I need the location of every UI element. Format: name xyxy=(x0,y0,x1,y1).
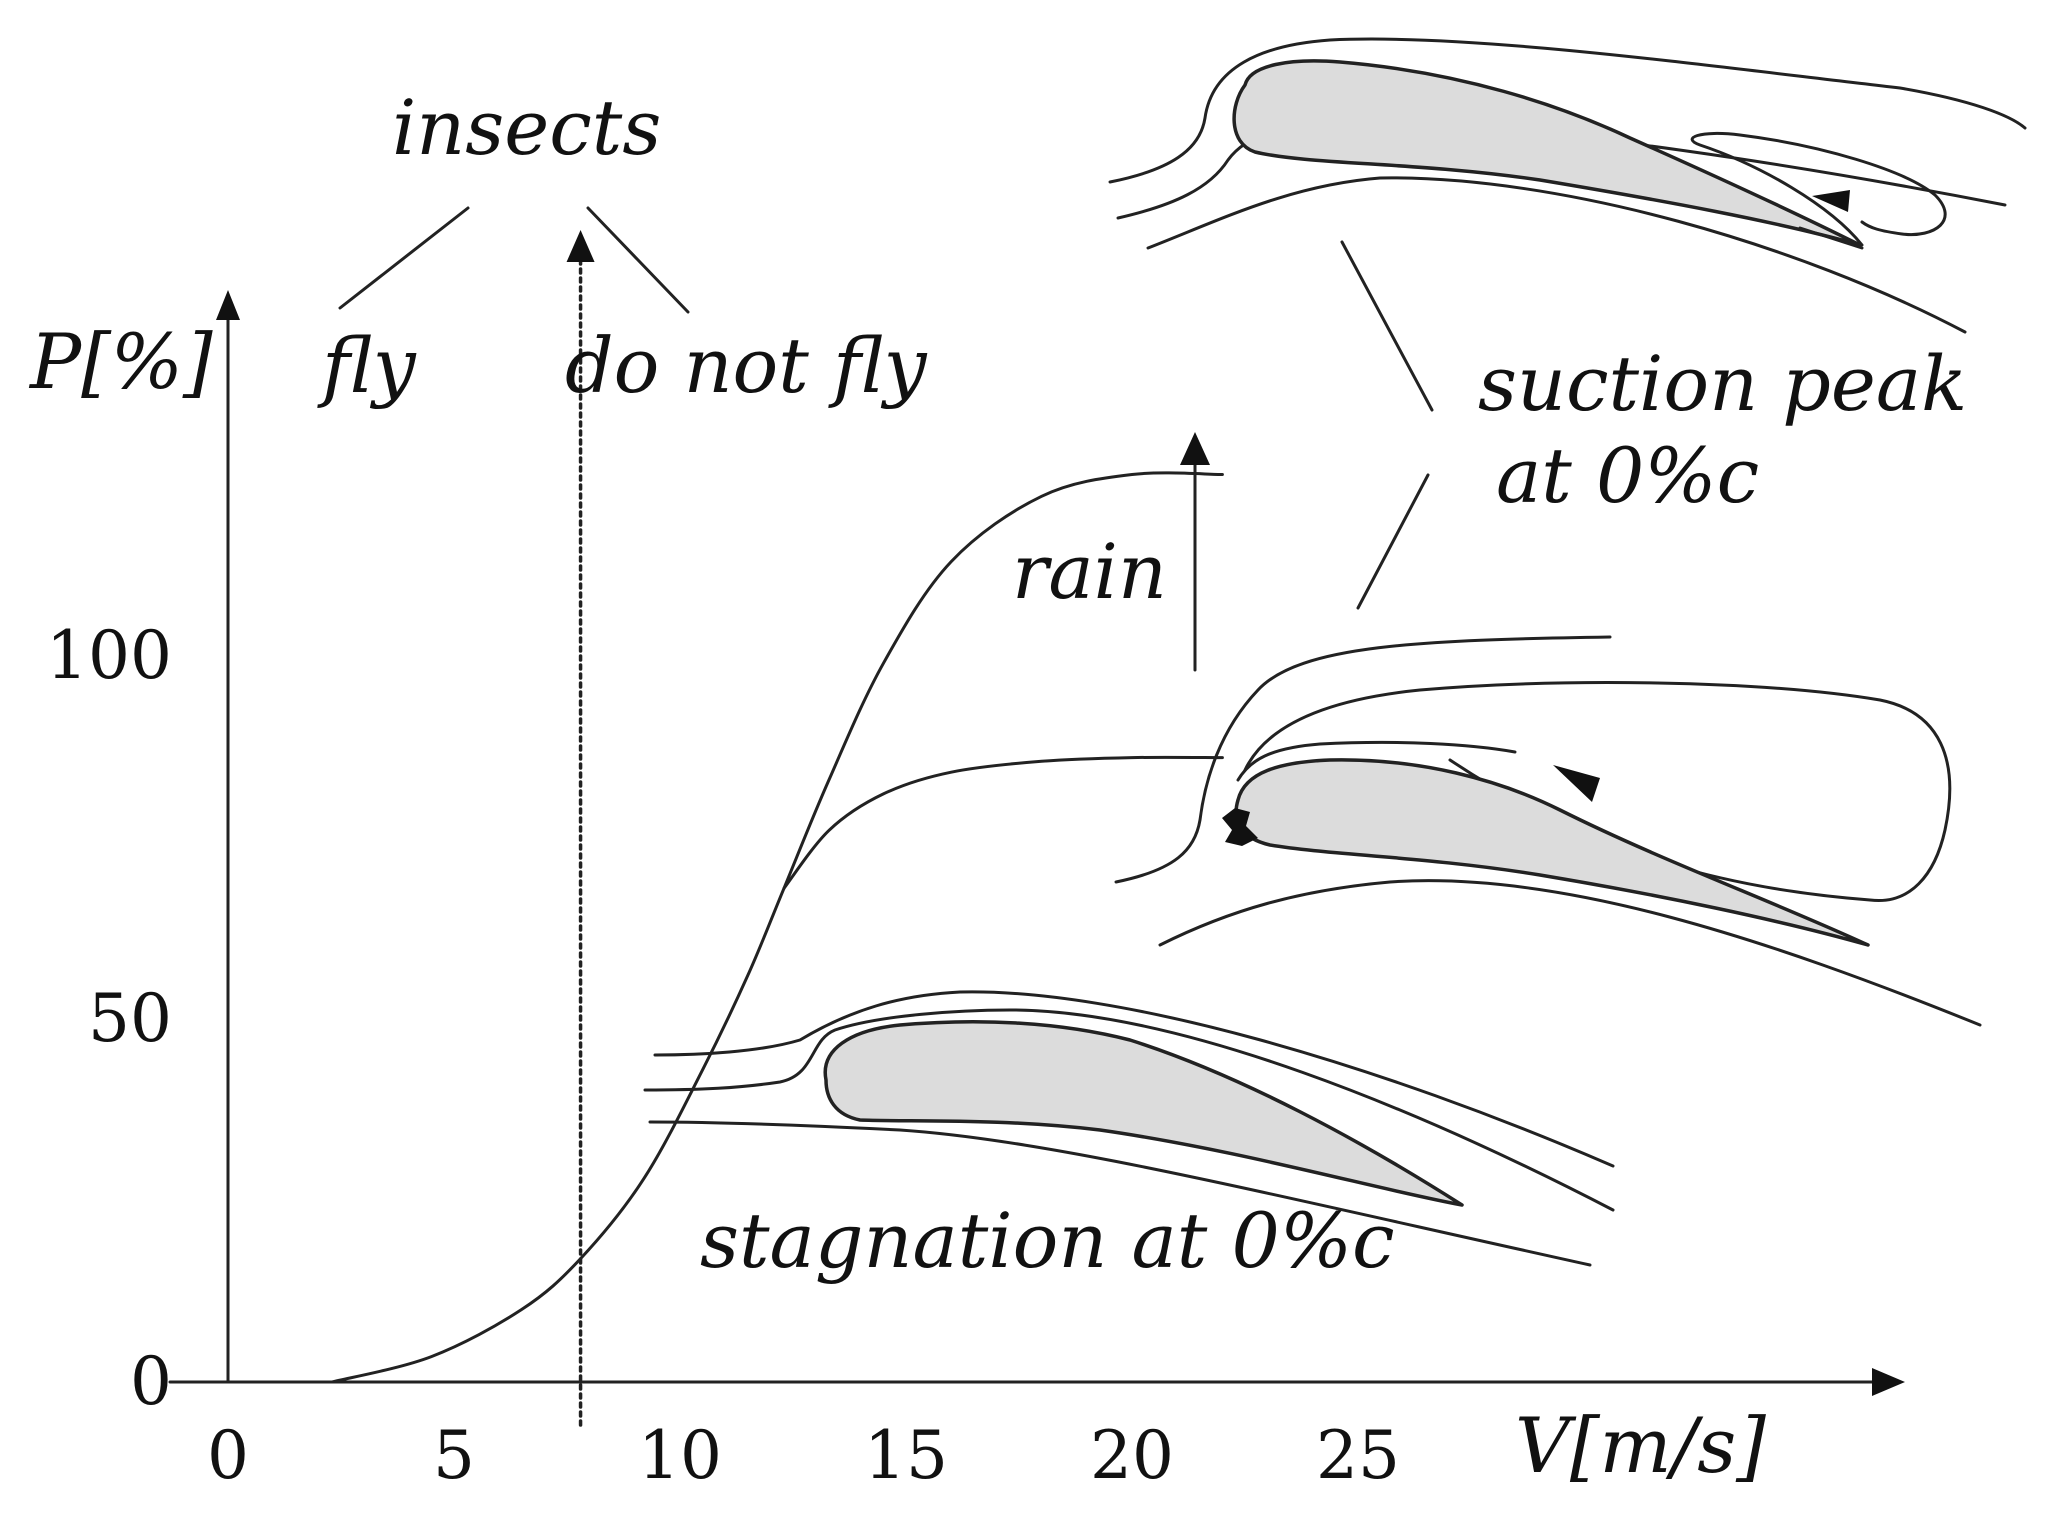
probability-curves xyxy=(330,471,1224,1384)
x-tick-label: 15 xyxy=(864,1417,948,1494)
x-tick-label: 20 xyxy=(1090,1417,1174,1494)
x-tick-label: 25 xyxy=(1316,1417,1400,1494)
suction-leader-lower xyxy=(1356,473,1430,610)
x-tick-label: 0 xyxy=(207,1417,249,1494)
x-axis-arrowhead xyxy=(1872,1368,1905,1396)
suction-peak-label-line2: at 0%c xyxy=(1496,431,1759,520)
x-axis-label: V[m/s] xyxy=(1515,1401,1766,1490)
insects-label: insects xyxy=(392,83,661,172)
airfoil-suction-peak xyxy=(1114,635,1982,1027)
airfoil-attached-flow xyxy=(643,990,1615,1267)
x-tick-label: 10 xyxy=(638,1417,722,1494)
curve-insects-upper xyxy=(330,471,1224,1384)
x-tick-label: 5 xyxy=(433,1417,475,1494)
insects-leader-right xyxy=(586,206,690,314)
insects-threshold-arrowhead xyxy=(566,230,595,262)
airfoil-separated-flow xyxy=(1108,37,2027,334)
stagnation-label: stagnation at 0%c xyxy=(700,1196,1395,1285)
y-tick-label: 0 xyxy=(130,1343,172,1420)
suction-leader-upper xyxy=(1340,240,1434,412)
fly-label: fly xyxy=(317,321,417,410)
rain-arrowhead xyxy=(1180,432,1210,465)
y-tick-label: 100 xyxy=(46,617,172,694)
suction-peak-arrowhead xyxy=(1553,765,1600,802)
curve-rain-lower xyxy=(782,755,1224,890)
y-axis-arrowhead xyxy=(216,290,240,320)
y-tick-labels: 0 50 100 xyxy=(46,617,172,1420)
y-axis-label: P[%] xyxy=(28,317,213,406)
insects-leader-left xyxy=(338,206,470,310)
rain-label: rain xyxy=(1012,527,1167,616)
suction-peak-label: suction peak xyxy=(1478,339,1967,428)
do-not-fly-label: do not fly xyxy=(565,321,928,410)
x-tick-labels: 0 5 10 15 20 25 xyxy=(207,1417,1400,1494)
recirculation-arrowhead xyxy=(1812,190,1850,212)
y-tick-label: 50 xyxy=(88,980,172,1057)
